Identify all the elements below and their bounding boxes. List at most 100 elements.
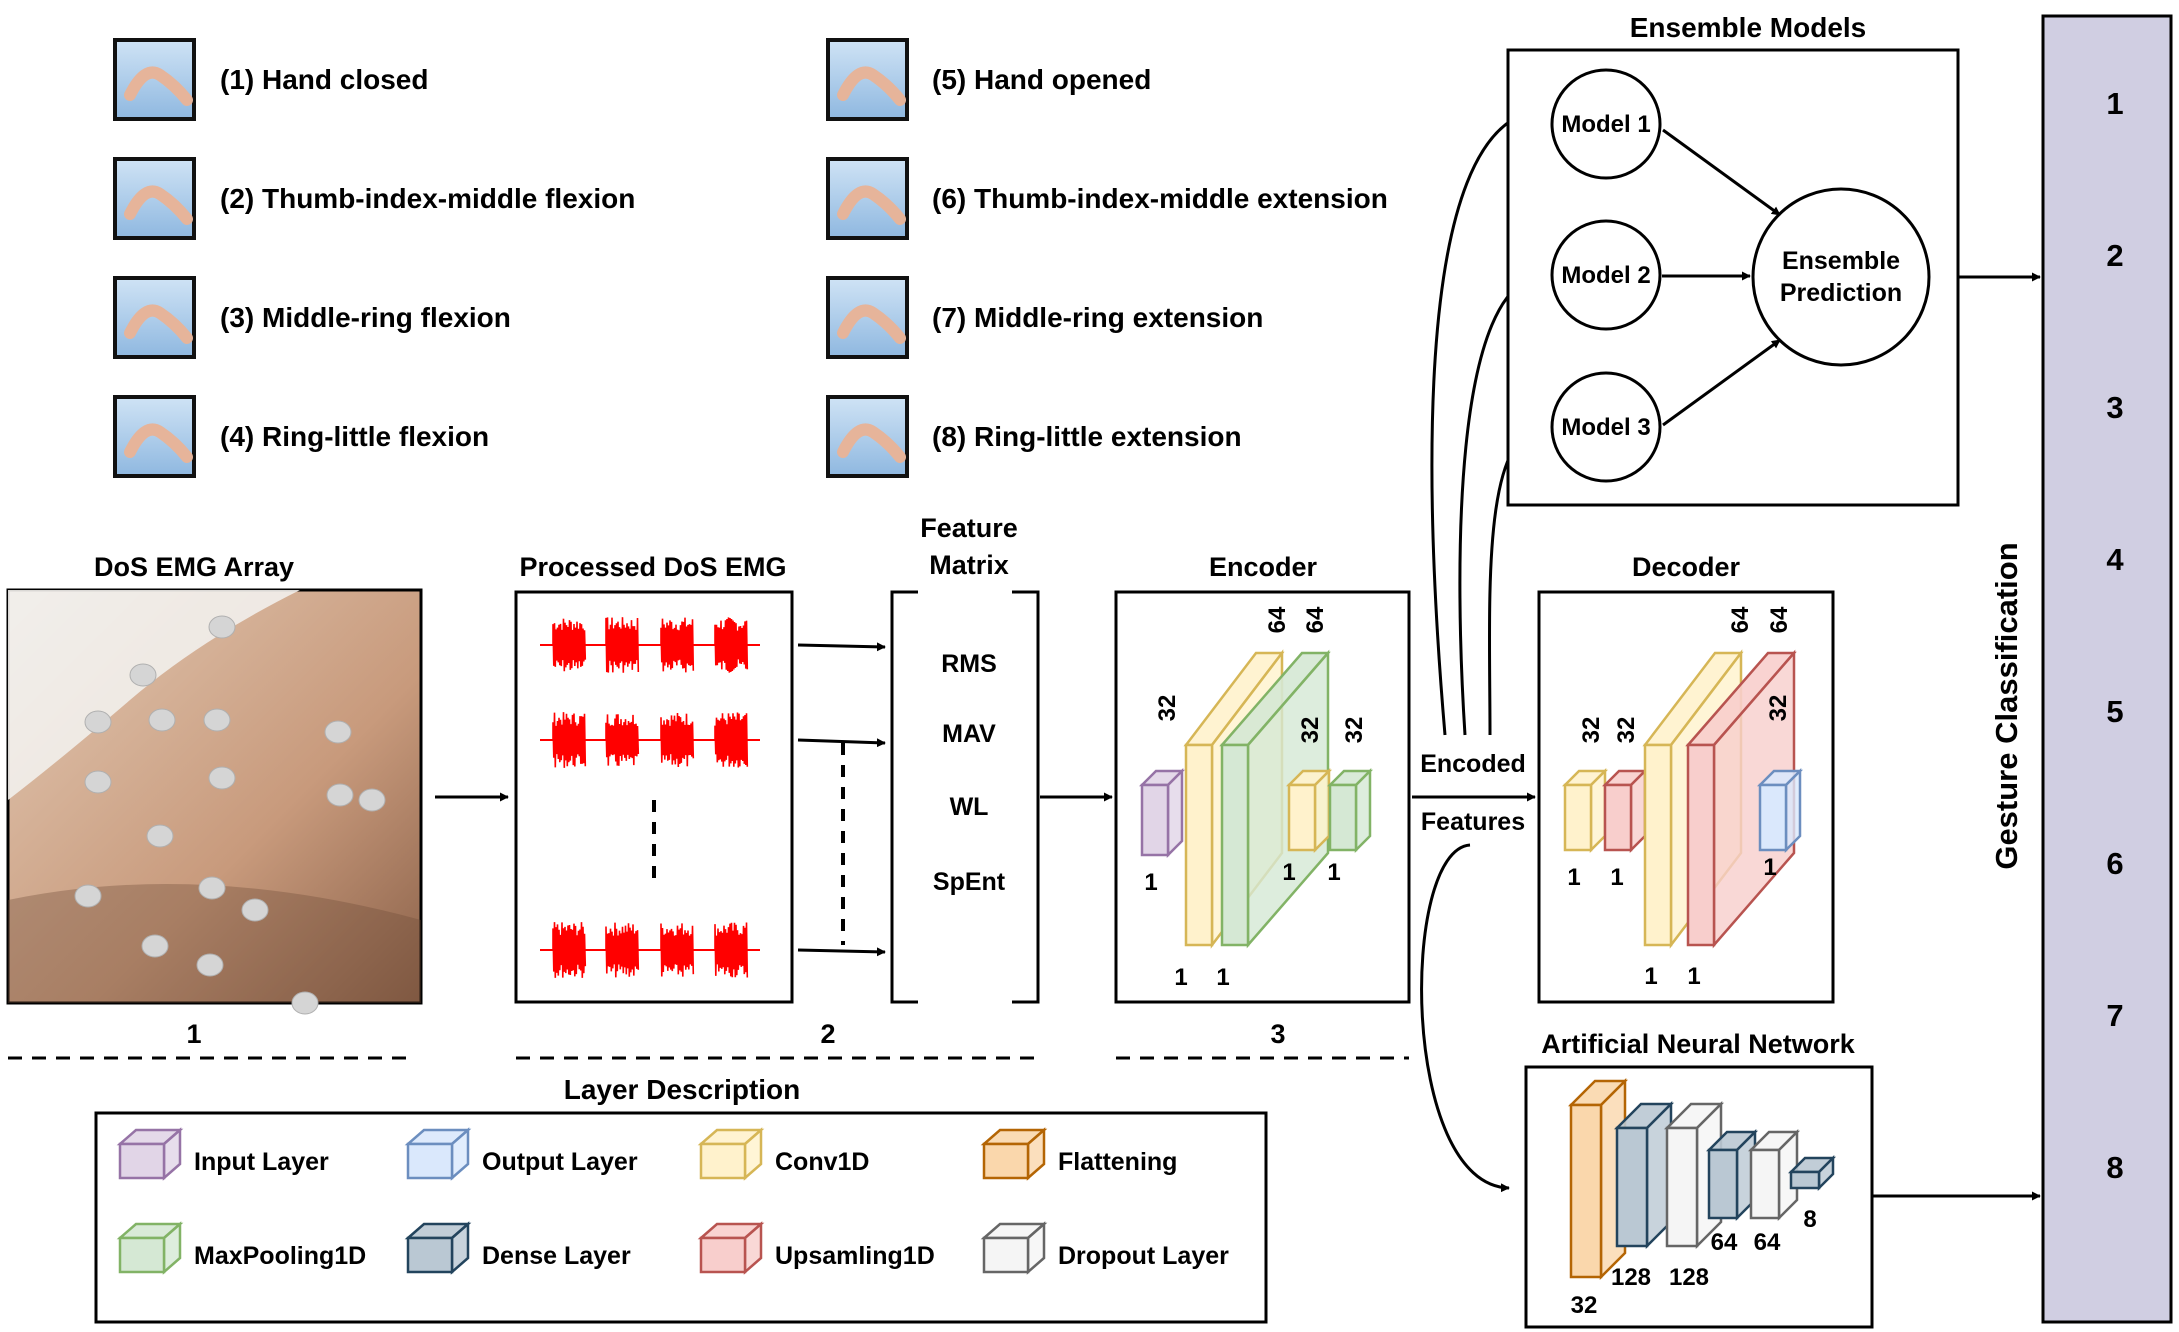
- legend-swatch: [697, 1221, 765, 1275]
- upsampling-block: [1601, 767, 1649, 854]
- block-side: [1784, 767, 1802, 854]
- layer-size-label: 32: [1571, 1292, 1598, 1319]
- block-front: [982, 1142, 1030, 1180]
- block-front: [1643, 743, 1673, 947]
- hand-icon: [837, 66, 906, 106]
- gesture-label: (8) Ring-little extension: [932, 421, 1242, 452]
- gesture-image: [826, 157, 909, 240]
- block-side: [1354, 767, 1372, 854]
- legend-label: Dropout Layer: [1058, 1242, 1229, 1270]
- block-front: [1220, 743, 1250, 947]
- electrode-dot: [203, 708, 231, 732]
- dense-block: [1613, 1100, 1675, 1250]
- legend-title: Layer Description: [564, 1074, 801, 1105]
- electrode-dot: [324, 720, 352, 744]
- dropout-block: [1747, 1128, 1801, 1222]
- emg-burst: [660, 712, 695, 768]
- emg-burst: [552, 618, 587, 672]
- emg-burst: [552, 922, 587, 978]
- legend-swatch: [404, 1221, 472, 1275]
- layer-size-label: 1: [1763, 854, 1776, 881]
- encoded-label-1: Encoded: [1420, 750, 1526, 778]
- gesture-label: (7) Middle-ring extension: [932, 302, 1263, 333]
- electrode-dot: [241, 898, 269, 922]
- gesture-image: [113, 276, 196, 359]
- layer-size-label: 1: [1610, 864, 1623, 891]
- block-front: [1328, 783, 1358, 852]
- layer-size-label: 1: [1216, 964, 1229, 991]
- emg-burst: [714, 617, 749, 673]
- legend-label: MaxPooling1D: [194, 1242, 366, 1270]
- layer-size-label: 32: [1765, 695, 1792, 722]
- stage3-number: 3: [1270, 1019, 1285, 1049]
- block-front: [1615, 1126, 1649, 1248]
- electrode-dot: [129, 663, 157, 687]
- electrode-dots: [74, 615, 386, 1015]
- layer-size-label: 32: [1154, 695, 1181, 722]
- class-label: 8: [2106, 1150, 2123, 1185]
- gesture-image: [826, 395, 909, 478]
- feature-matrix-title-2: Matrix: [929, 550, 1009, 580]
- emg-burst: [605, 922, 640, 978]
- block-front: [1287, 783, 1317, 852]
- feature-item: WL: [950, 793, 989, 821]
- arrow: [797, 642, 886, 652]
- legend-label: Flattening: [1058, 1148, 1177, 1176]
- gesture-label: (6) Thumb-index-middle extension: [932, 183, 1388, 214]
- gesture-label: (4) Ring-little flexion: [220, 421, 489, 452]
- ensemble-prediction-label: Ensemble: [1782, 247, 1900, 275]
- hand-icon: [837, 423, 906, 463]
- hand-icon: [124, 185, 193, 225]
- block-front: [1603, 783, 1633, 852]
- block-front: [118, 1236, 166, 1274]
- gesture-image: [826, 38, 909, 121]
- class-label: 2: [2106, 238, 2123, 273]
- layer-size-label: 32: [1578, 717, 1605, 744]
- block-front: [1789, 1170, 1821, 1190]
- emg-array-title: DoS EMG Array: [94, 552, 294, 582]
- electrode-dot: [74, 884, 102, 908]
- hand-icon: [124, 304, 193, 344]
- gesture-label: (2) Thumb-index-middle flexion: [220, 183, 635, 214]
- electrode-dot: [196, 953, 224, 977]
- hand-icon: [124, 423, 193, 463]
- layer-size-label: 64: [1302, 606, 1329, 633]
- arrow-to-model-1: [1430, 105, 1548, 736]
- layer-size-label: 32: [1613, 717, 1640, 744]
- hand-icon: [837, 185, 906, 225]
- arrow: [797, 738, 886, 748]
- dense-block: [1787, 1154, 1837, 1192]
- layer-size-label: 32: [1297, 717, 1324, 744]
- class-label: 7: [2106, 998, 2123, 1033]
- block-front: [1140, 783, 1170, 857]
- model-node: [1550, 68, 1662, 180]
- class-label: 3: [2106, 390, 2123, 425]
- processed-emg-title: Processed DoS EMG: [519, 552, 786, 582]
- gesture-image: [113, 157, 196, 240]
- electrode-dot: [198, 876, 226, 900]
- gesture-image: [826, 276, 909, 359]
- electrode-dot: [146, 824, 174, 848]
- layer-size-label: 64: [1727, 606, 1754, 633]
- hand-icon: [124, 66, 193, 106]
- legend-swatch: [980, 1127, 1048, 1181]
- electrode-dot: [326, 783, 354, 807]
- decoder-title: Decoder: [1632, 552, 1741, 582]
- legend-swatch: [697, 1127, 765, 1181]
- ann-title: Artificial Neural Network: [1541, 1029, 1856, 1059]
- block-front: [1184, 743, 1214, 947]
- gesture-classification-bar: [2041, 14, 2173, 1324]
- model-node: [1550, 219, 1662, 331]
- legend-box: [94, 1111, 1268, 1324]
- block-front: [1569, 1103, 1603, 1279]
- electrode-dot: [291, 991, 319, 1015]
- gesture-label: (5) Hand opened: [932, 64, 1151, 95]
- block-front: [1707, 1148, 1739, 1220]
- block-front: [1665, 1126, 1699, 1248]
